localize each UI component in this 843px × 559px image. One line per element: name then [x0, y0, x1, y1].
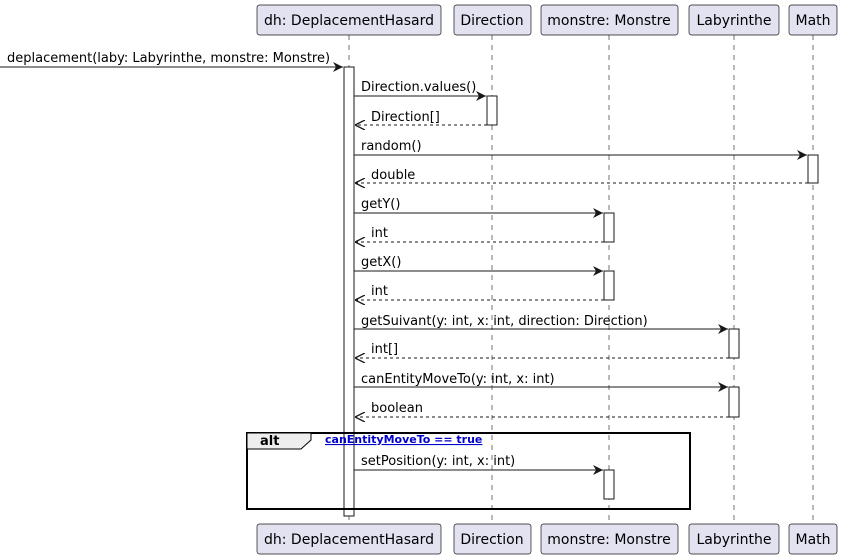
- alt-fragment: alt canEntityMoveTo == true: [246, 432, 691, 510]
- activation-math: [807, 154, 819, 184]
- activation-direction: [486, 95, 498, 126]
- message-gety-label: getY(): [361, 197, 400, 212]
- participant-labyrinthe-label: Labyrinthe: [696, 13, 771, 29]
- participant-monstre-label: monstre: Monstre: [547, 13, 670, 29]
- return-direction-array-label: Direction[]: [371, 110, 440, 125]
- message-direction-values-label: Direction.values(): [361, 80, 476, 95]
- return-boolean-label: boolean: [371, 401, 423, 416]
- participant-math-label-bottom: Math: [795, 532, 830, 548]
- return-gety-int-label: int: [371, 226, 388, 241]
- participant-labyrinthe-label-bottom: Labyrinthe: [696, 532, 771, 548]
- message-random-label: random(): [361, 139, 422, 154]
- participant-math-label: Math: [795, 13, 830, 29]
- participant-monstre-label-bottom: monstre: Monstre: [547, 532, 670, 548]
- participant-monstre-bottom: monstre: Monstre: [540, 523, 679, 555]
- activation-monstre-setposition: [603, 469, 615, 500]
- participant-direction-top: Direction: [453, 4, 532, 36]
- participant-dh-label: dh: DeplacementHasard: [264, 13, 434, 29]
- return-double-label: double: [371, 168, 415, 183]
- message-getsuivant-label: getSuivant(y: int, x: int, direction: Di…: [361, 314, 648, 329]
- entry-message-label: deplacement(laby: Labyrinthe, monstre: M…: [7, 51, 330, 66]
- participant-direction-label: Direction: [460, 13, 523, 29]
- return-int-array-label: int[]: [371, 342, 398, 357]
- participant-math-bottom: Math: [788, 523, 838, 555]
- participant-dh-bottom: dh: DeplacementHasard: [256, 523, 442, 555]
- message-setposition-label: setPosition(y: int, x: int): [361, 454, 515, 469]
- participant-monstre-top: monstre: Monstre: [540, 4, 679, 36]
- activation-dh: [343, 66, 355, 517]
- alt-guard: canEntityMoveTo == true: [325, 433, 482, 446]
- message-canentitymoveto-label: canEntityMoveTo(y: int, x: int): [361, 372, 555, 387]
- return-getx-int-label: int: [371, 284, 388, 299]
- activation-labyrinthe-getsuivant: [728, 328, 740, 359]
- participant-labyrinthe-bottom: Labyrinthe: [688, 523, 780, 555]
- participant-labyrinthe-top: Labyrinthe: [688, 4, 780, 36]
- participant-math-top: Math: [788, 4, 838, 36]
- alt-keyword: alt: [260, 434, 279, 449]
- participant-direction-label-bottom: Direction: [460, 532, 523, 548]
- activation-labyrinthe-canentitymoveto: [728, 386, 740, 418]
- activation-monstre-getx: [603, 270, 615, 301]
- message-getx-label: getX(): [361, 255, 401, 270]
- participant-dh-label-bottom: dh: DeplacementHasard: [264, 532, 434, 548]
- activation-monstre-gety: [603, 212, 615, 243]
- participant-dh-top: dh: DeplacementHasard: [256, 4, 442, 36]
- participant-direction-bottom: Direction: [453, 523, 532, 555]
